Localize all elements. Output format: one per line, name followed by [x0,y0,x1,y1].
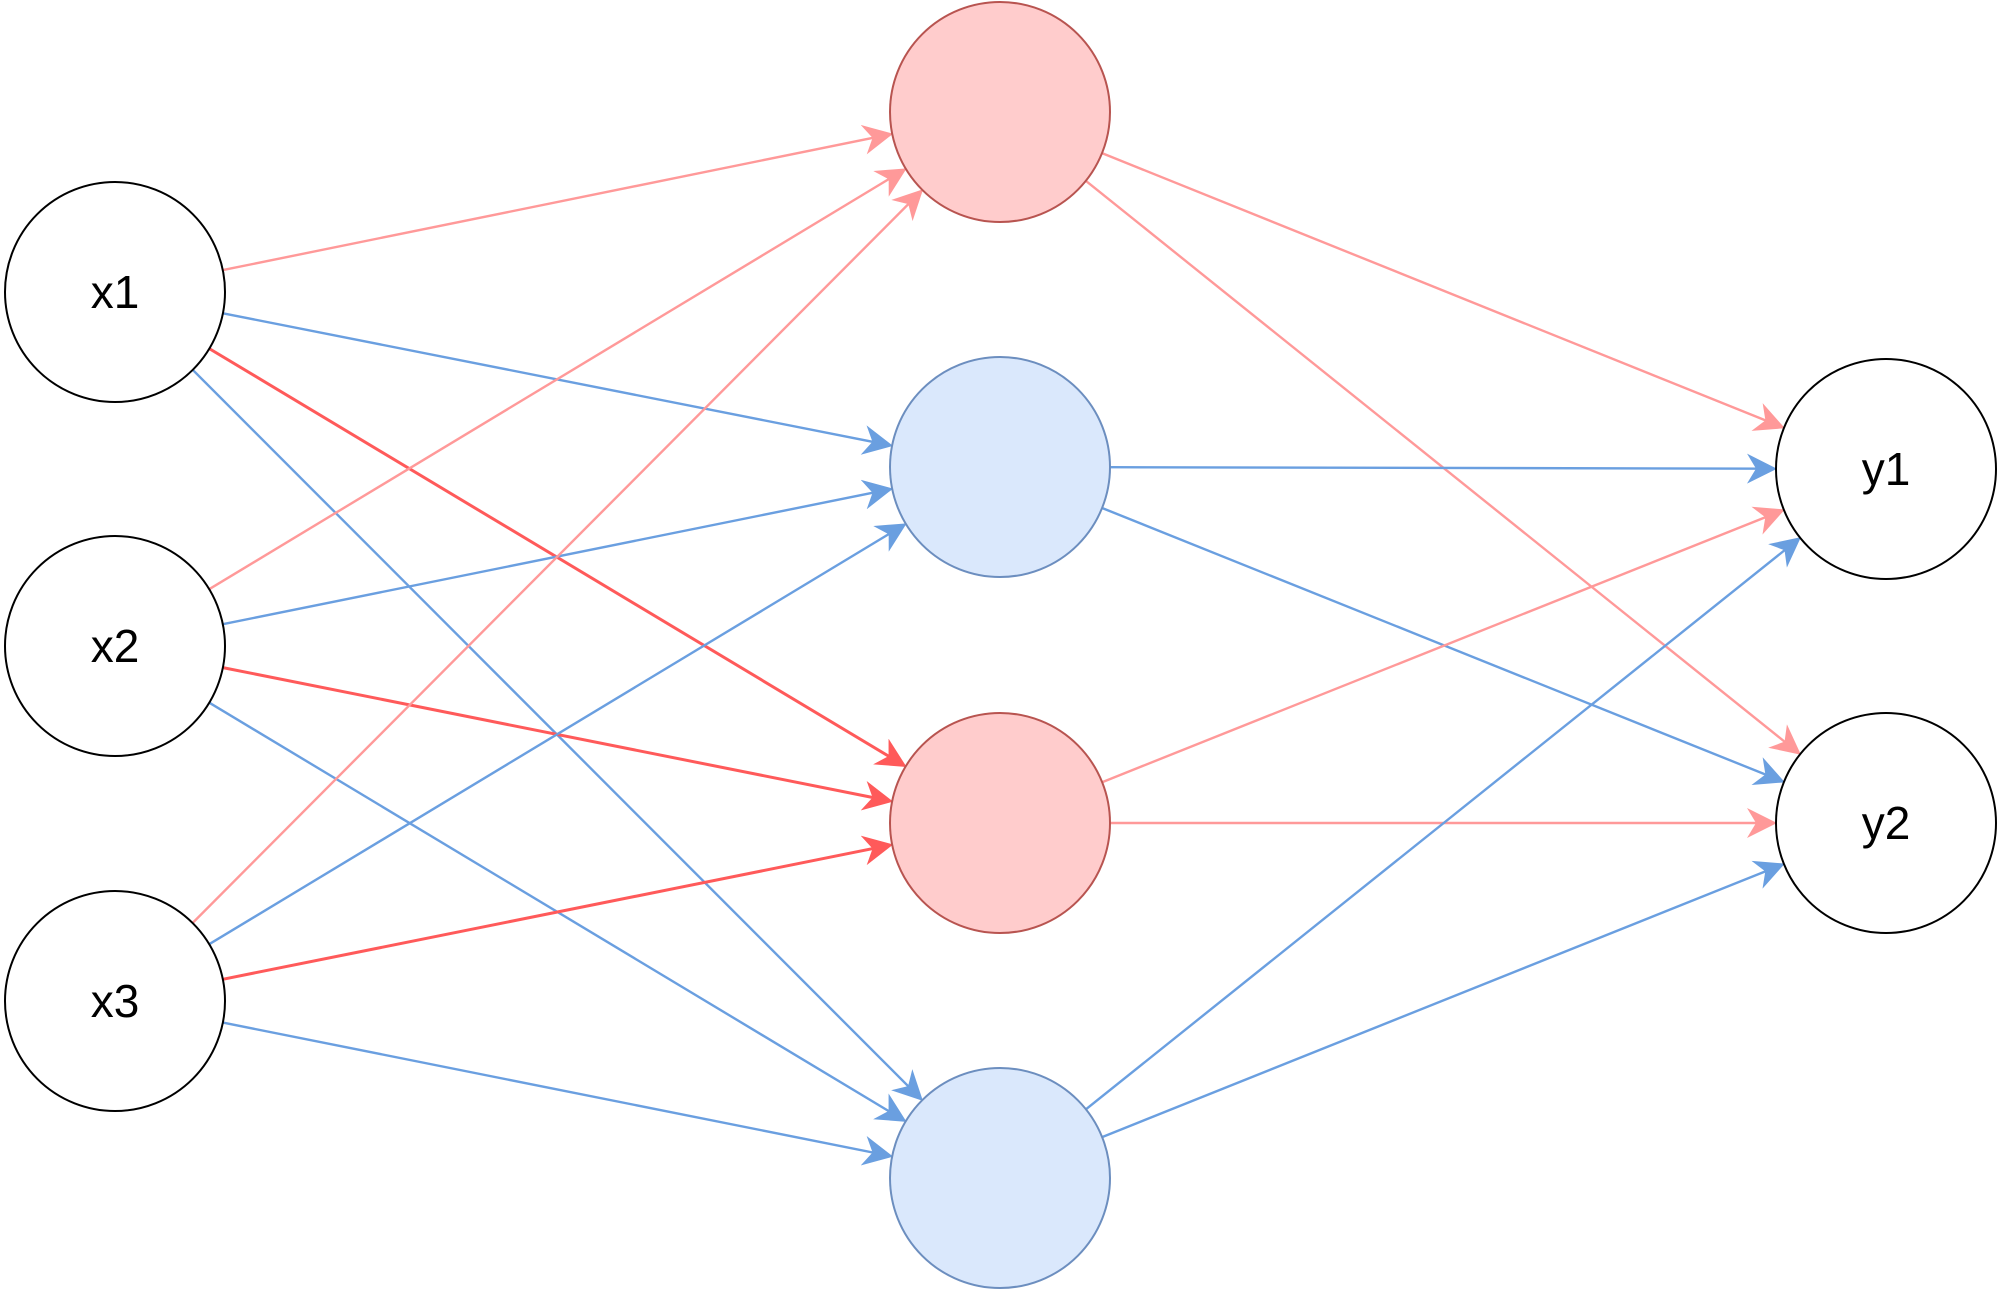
output-node-label: y1 [1862,443,1911,495]
edge-h4-to-y1 [1085,537,1801,1111]
edge-h4-to-y2 [1101,860,1785,1139]
edge-x3-to-h2 [208,523,907,946]
edge-h2-to-y1 [1109,453,1777,484]
output-node-y1: y1 [1775,358,1997,580]
nodes: x1 x2 x3 y1 y2 [4,1,1997,1289]
input-node-x3: x3 [4,890,226,1112]
output-node-circle [1775,712,1997,934]
hidden-node-circle [889,1,1111,223]
edge-h2-to-y2 [1101,506,1785,786]
edge-h1-to-y1 [1101,151,1785,431]
input-node-x2: x2 [4,535,226,757]
input-node-circle [4,890,226,1112]
input-node-x1: x1 [4,181,226,403]
hidden-node-h1 [889,1,1111,223]
output-node-label: y2 [1862,797,1911,849]
output-node-circle [1775,358,1997,580]
connections [191,124,1801,1166]
hidden-node-h4 [889,1067,1111,1289]
edge-x2-to-h1 [208,168,907,591]
hidden-node-circle [889,356,1111,578]
input-node-circle [4,181,226,403]
hidden-node-h2 [889,356,1111,578]
edge-x3-to-h4 [222,1021,894,1166]
input-node-circle [4,535,226,757]
output-node-y2: y2 [1775,712,1997,934]
hidden-node-h3 [889,712,1111,934]
input-node-label: x1 [91,266,140,318]
input-node-label: x2 [91,620,140,672]
edge-x3-to-h1 [191,189,924,924]
edge-h3-to-y1 [1101,506,1785,784]
hidden-node-circle [889,1067,1111,1289]
input-node-label: x3 [91,975,140,1027]
edge-x3-to-h3 [222,835,894,981]
hidden-node-circle [889,712,1111,934]
edge-x1-to-h1 [222,124,894,272]
